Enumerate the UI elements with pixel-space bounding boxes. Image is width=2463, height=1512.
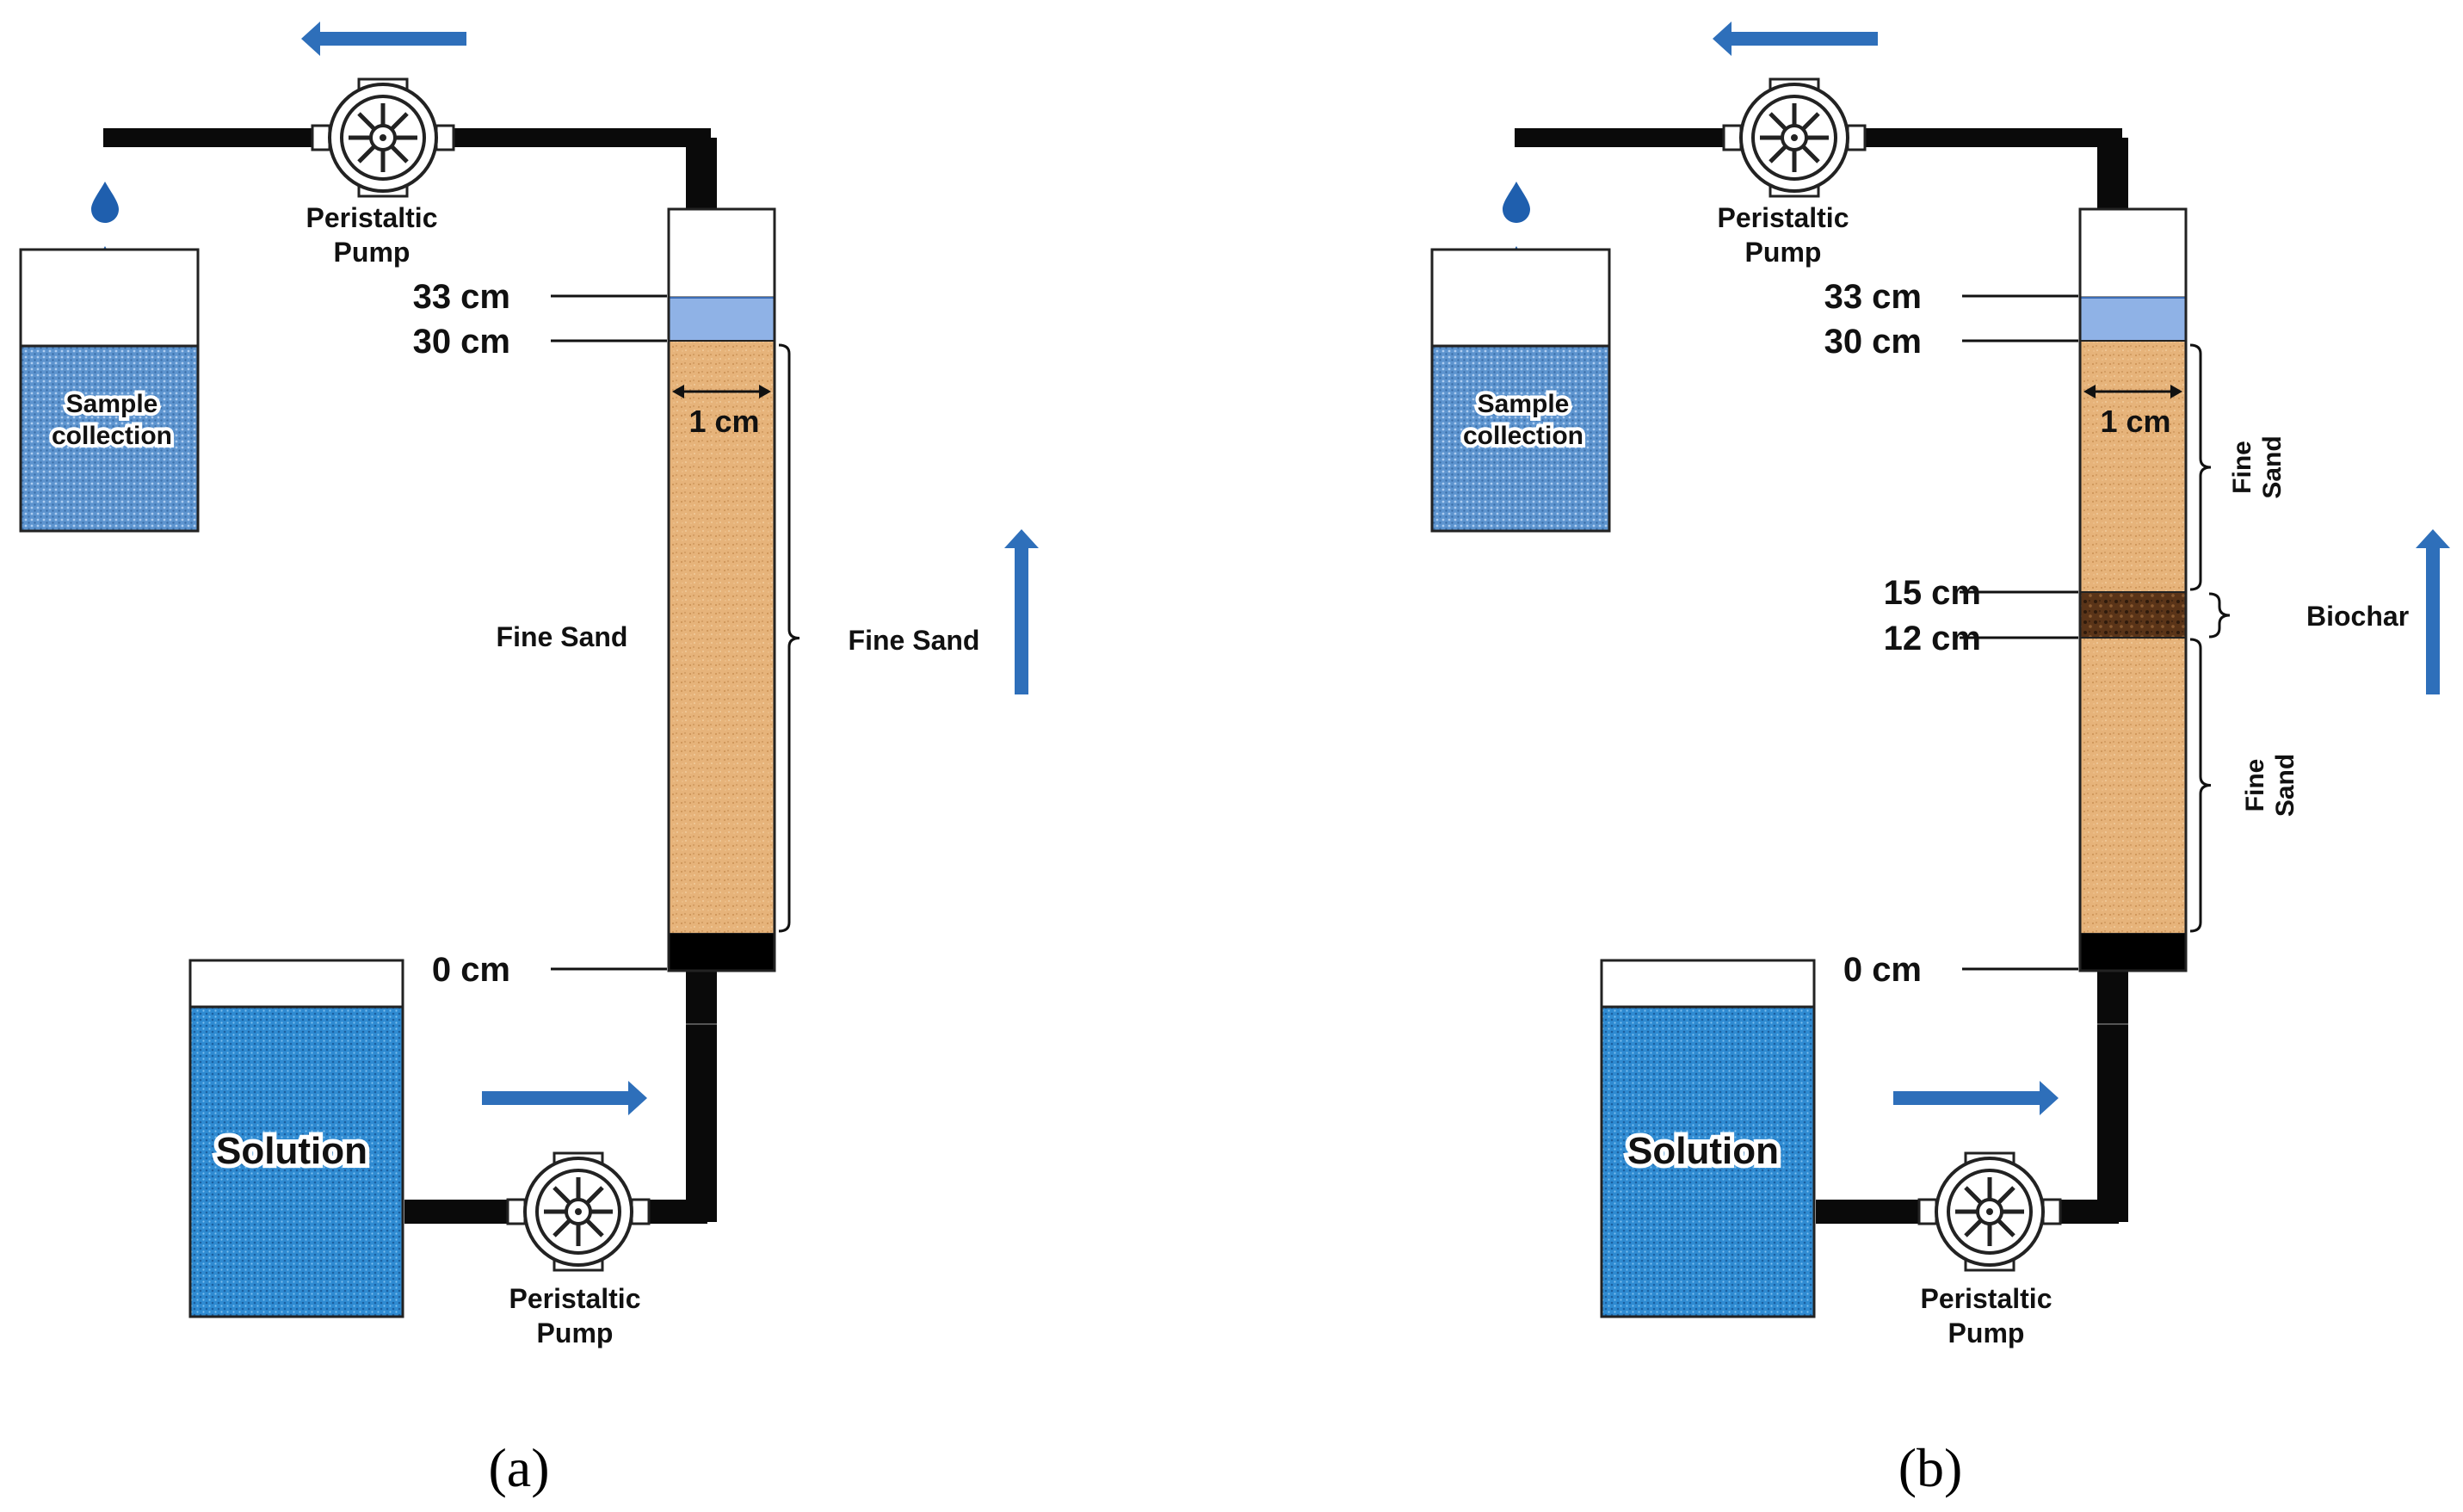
fine-sand-lower-brace (2189, 638, 2212, 933)
column-outline (667, 207, 776, 972)
pump-label: Peristaltic (1718, 202, 1849, 233)
panel-caption: (a) (488, 1437, 549, 1498)
water-droplet-icon (91, 182, 119, 223)
flow-arrow-icon (301, 22, 466, 56)
solution-label: Solution (1627, 1130, 1779, 1172)
peristaltic-pump-icon (1724, 79, 1865, 196)
fine-sand-lower-layer (2079, 637, 2187, 935)
flow-arrow-icon (482, 1081, 647, 1115)
fine-sand-label-left: Fine Sand (497, 621, 628, 652)
sample-collection-label: collection (1463, 422, 1583, 450)
sample-collection-label: Sample (66, 390, 158, 418)
pump-label: Peristaltic (509, 1283, 641, 1314)
depth-mark-label: 15 cm (1884, 574, 1981, 612)
solution-liquid (1600, 1005, 1816, 1318)
depth-mark-label: 0 cm (1843, 951, 1922, 989)
column-diameter-label: 1 cm (688, 404, 759, 439)
sample-collection-label: Sample (1478, 390, 1570, 418)
column-outline (2078, 207, 2188, 972)
flow-arrow-icon (1004, 529, 1039, 694)
collected-sample (1430, 344, 1611, 533)
column-headspace (2078, 207, 2188, 299)
supernatant-water-layer (668, 297, 775, 342)
depth-mark-label: 33 cm (413, 278, 510, 316)
depth-mark-label: 12 cm (1884, 620, 1981, 657)
collected-sample (19, 344, 200, 533)
panel-caption: (b) (1898, 1437, 1963, 1498)
fine-sand-upper-label: Sand (2258, 435, 2287, 498)
fine-sand-upper-label: Fine (2228, 441, 2256, 494)
biochar-brace (2208, 592, 2231, 639)
solution-label: Solution (216, 1130, 367, 1172)
pump-label: Pump (1948, 1318, 2025, 1348)
fine-sand-brace (778, 343, 800, 933)
peristaltic-pump-icon (508, 1153, 649, 1270)
diameter-arrowheads (672, 385, 771, 398)
sample-collection-label: collection (52, 422, 172, 450)
biochar-layer (2079, 591, 2187, 639)
outlet-tubing-vertical (686, 138, 717, 211)
biochar-label: Biochar (2306, 601, 2409, 632)
flow-arrow-icon (1893, 1081, 2059, 1115)
inlet-tubing-vertical (2097, 968, 2128, 1222)
solution-liquid (188, 1005, 404, 1318)
fine-sand-lower-label: Sand (2271, 754, 2299, 817)
fine-sand-lower-label: Fine (2241, 759, 2269, 812)
flow-arrow-icon (2416, 529, 2450, 694)
inlet-tubing-vertical (686, 968, 717, 1222)
flow-arrow-icon (1713, 22, 1878, 56)
pump-label: Peristaltic (1921, 1283, 2052, 1314)
peristaltic-pump-icon (312, 79, 454, 196)
pump-label: Pump (1745, 237, 1822, 268)
fine-sand-upper-brace (2189, 343, 2212, 591)
column-bottom-cap (2080, 934, 2186, 971)
fine-sand-upper-layer (2079, 340, 2187, 593)
depth-mark-label: 30 cm (1824, 323, 1922, 361)
column-bottom-cap (669, 934, 775, 971)
depth-mark-label: 30 cm (413, 323, 510, 361)
fine-sand-layer (668, 340, 775, 935)
peristaltic-pump-icon (1919, 1153, 2060, 1270)
depth-mark-label: 0 cm (432, 951, 510, 989)
column-diameter-label: 1 cm (2100, 404, 2170, 439)
depth-mark-label: 33 cm (1824, 278, 1922, 316)
water-droplet-icon (1503, 182, 1530, 223)
column-headspace (667, 207, 776, 299)
pump-label: Pump (334, 237, 410, 268)
pump-label: Pump (537, 1318, 614, 1348)
supernatant-water-layer (2079, 297, 2187, 342)
pump-label: Peristaltic (306, 202, 438, 233)
diameter-arrowheads (2083, 385, 2182, 398)
outlet-tubing-vertical (2097, 138, 2128, 211)
fine-sand-label-right: Fine Sand (849, 625, 980, 656)
